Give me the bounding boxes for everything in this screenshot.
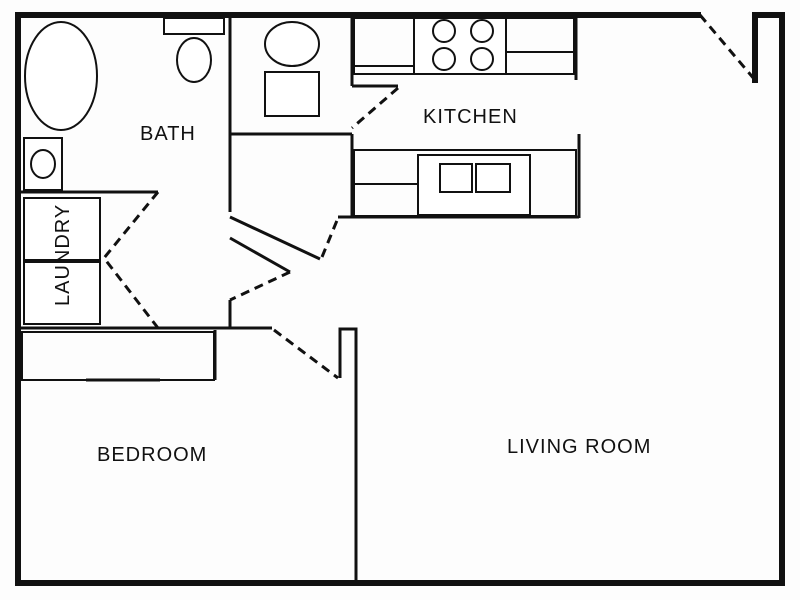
vanity-area — [230, 18, 399, 218]
toilet-bowl-icon — [176, 37, 212, 83]
burner-icon — [470, 19, 494, 43]
hallway — [228, 215, 340, 328]
washer-icon — [23, 197, 101, 261]
room-label-bedroom: BEDROOM — [97, 444, 207, 466]
dryer-icon — [23, 261, 101, 325]
sink-basin-icon — [30, 149, 56, 179]
exterior-walls — [15, 12, 785, 586]
room-label-bath: BATH — [140, 123, 196, 145]
sink-bowl-icon — [475, 163, 511, 193]
bedroom — [21, 326, 358, 583]
kitchen-sink-icon — [417, 154, 531, 216]
sink-bowl-icon — [439, 163, 473, 193]
room-label-living-room: LIVING ROOM — [507, 436, 651, 458]
kitchen — [338, 17, 581, 219]
burner-icon — [470, 47, 494, 71]
burner-icon — [432, 47, 456, 71]
room-label-laundry: LAUNDRY — [52, 204, 74, 306]
bedroom-door-swing — [273, 328, 339, 380]
bathroom — [21, 17, 232, 212]
toilet-icon — [264, 21, 320, 67]
burner-icon — [432, 19, 456, 43]
toilet-tank-icon — [163, 17, 225, 35]
vanity-icon — [264, 71, 320, 117]
bathtub-icon — [24, 21, 98, 131]
room-label-kitchen: KITCHEN — [423, 106, 518, 128]
laundry — [21, 191, 230, 330]
